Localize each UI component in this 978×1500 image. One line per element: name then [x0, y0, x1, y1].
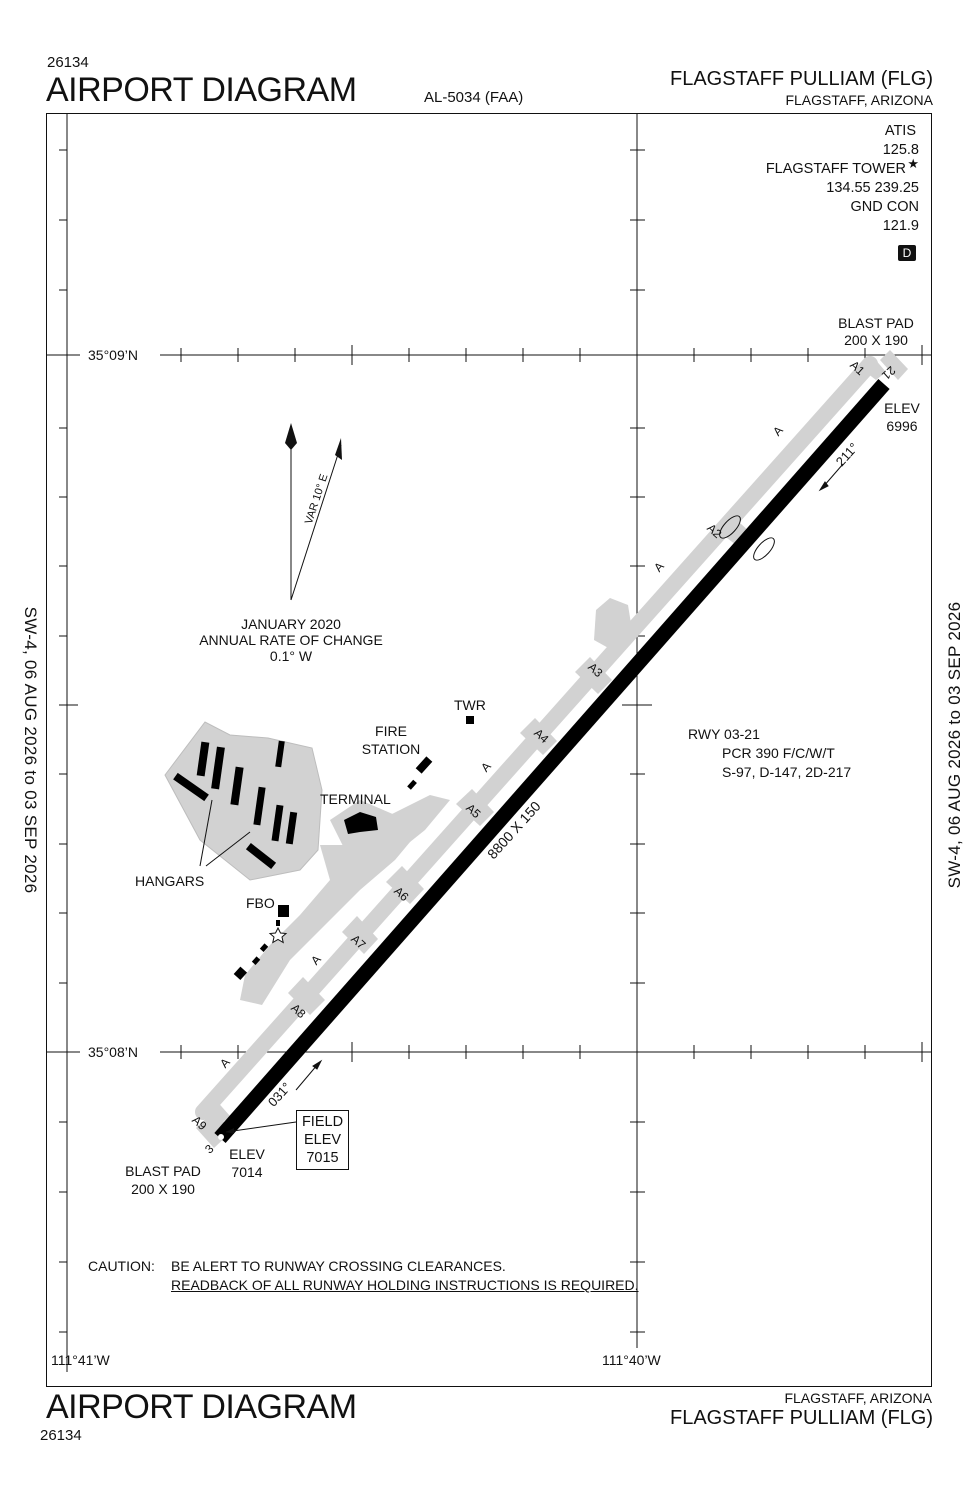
blast-pad-north-label: BLAST PAD — [838, 315, 914, 331]
fire-station-building — [415, 756, 433, 774]
terminal-label: TERMINAL — [320, 791, 391, 807]
annual-rate-value: 0.1° W — [269, 648, 313, 664]
page-title-bottom: AIRPORT DIAGRAM — [46, 1388, 357, 1426]
blast-pad-south-label: BLAST PAD — [125, 1163, 201, 1179]
star-icon: ★ — [907, 156, 919, 171]
atis-frequency: 125.8 — [882, 142, 919, 158]
dgps-badge-icon: D — [898, 245, 916, 261]
elev-north-label: ELEV — [884, 400, 920, 416]
tower-frequency: 134.55 239.25 — [826, 180, 919, 196]
field-elev-line1: FIELD — [301, 1114, 344, 1130]
hangars-label: HANGARS — [135, 873, 205, 889]
blast-pad-north-dims: 200 X 190 — [844, 332, 908, 348]
airport-location-top: FLAGSTAFF, ARIZONA — [785, 92, 933, 108]
latitude-south-label: 35°08’N — [88, 1044, 138, 1060]
runway-heading-arrows — [295, 463, 844, 1091]
procedure-id: AL-5034 (FAA) — [424, 89, 524, 106]
rotating-beacon-icon — [268, 926, 288, 944]
fire-station-label-2: STATION — [361, 741, 421, 757]
field-elev-line2: ELEV — [303, 1132, 342, 1148]
fbo-label: FBO — [246, 895, 275, 911]
caution-line-2: READBACK OF ALL RUNWAY HOLDING INSTRUCTI… — [171, 1277, 639, 1293]
hangars-leader-lines — [199, 799, 251, 867]
field-elevation-box: FIELD ELEV 7015 — [296, 1110, 349, 1170]
north-arrow-group — [285, 423, 342, 601]
elev-north-value: 6996 — [886, 418, 918, 434]
tower-building — [466, 716, 474, 724]
fbo-building — [278, 905, 289, 917]
hangar-apron-outline — [164, 721, 323, 881]
fire-station-label-1: FIRE — [375, 723, 407, 739]
effective-dates-left: SW-4, 06 AUG 2026 to 03 SEP 2026 — [21, 606, 40, 894]
magnetic-epoch: JANUARY 2020 — [241, 616, 341, 632]
airport-name-bottom: FLAGSTAFF PULLIAM (FLG) — [670, 1407, 933, 1429]
buildings — [173, 716, 474, 981]
elev-south-label: ELEV — [229, 1146, 265, 1162]
doc-number-bottom: 26134 — [40, 1427, 82, 1444]
gnd-con-label: GND CON — [850, 199, 919, 215]
atis-label: ATIS — [884, 123, 916, 139]
tower-label-map: TWR — [454, 697, 486, 713]
runway-pcr: PCR 390 F/C/W/T — [722, 745, 835, 761]
gnd-con-frequency: 121.9 — [882, 218, 919, 234]
latitude-north-label: 35°09’N — [88, 347, 138, 363]
hot-spot-ellipse — [719, 515, 741, 539]
page-title-top: AIRPORT DIAGRAM — [46, 71, 357, 109]
field-elev-value: 7015 — [306, 1150, 339, 1166]
annual-rate-label: ANNUAL RATE OF CHANGE — [199, 632, 383, 648]
runway-03-threshold-marker — [218, 1134, 224, 1140]
airport-location-bottom: FLAGSTAFF, ARIZONA — [784, 1390, 932, 1406]
caution-line-1: BE ALERT TO RUNWAY CROSSING CLEARANCES. — [171, 1258, 506, 1274]
true-north-arrow-icon — [285, 423, 297, 450]
hot-spot-ellipse — [753, 537, 775, 561]
runway-03-21 — [214, 379, 890, 1143]
longitude-west-label: 111°41’W — [51, 1352, 110, 1368]
field-elev-leader — [225, 1121, 297, 1133]
effective-dates-right: SW-4, 06 AUG 2026 to 03 SEP 2026 — [945, 601, 964, 889]
terminal-building — [344, 812, 378, 834]
diagram-frame — [46, 113, 932, 1387]
runway-strength: S-97, D-147, 2D-217 — [722, 764, 852, 780]
blast-pad-south-dims: 200 X 190 — [131, 1181, 195, 1197]
elev-south-value: 7014 — [231, 1164, 263, 1180]
runway-designation: RWY 03-21 — [688, 726, 760, 742]
grid-ticks — [59, 149, 923, 1333]
longitude-east-label: 111°40’W — [602, 1352, 661, 1368]
airport-name-top: FLAGSTAFF PULLIAM (FLG) — [670, 68, 933, 90]
tower-label: FLAGSTAFF TOWER — [765, 161, 906, 177]
magnetic-north-arrow-icon — [335, 438, 342, 460]
caution-label: CAUTION: — [88, 1258, 155, 1274]
doc-number-top: 26134 — [47, 54, 89, 71]
